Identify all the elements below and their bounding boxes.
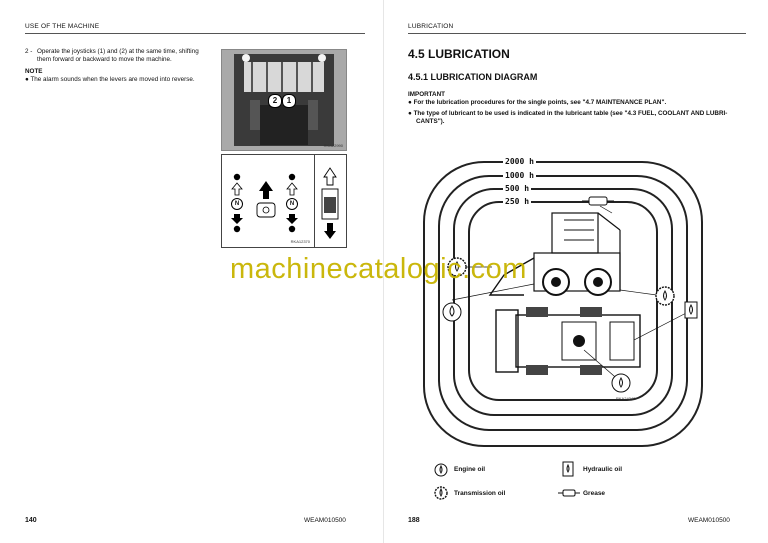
right-page-header: LUBRICATION [408,23,454,30]
interval-2000h: 2000 h [503,157,536,166]
legend-hydraulic-oil: Hydraulic oil [583,466,623,473]
diagram-code: RKA24240 [616,396,636,401]
grease-symbol-top [582,196,614,206]
left-header-rule [25,33,365,34]
cab-photo-graphic [222,50,346,150]
joystick-diagram [231,167,339,239]
important-label: IMPORTANT [408,91,445,98]
machine-top-view [495,307,641,375]
step-number: 2 - [25,48,33,55]
legend-transmission-oil: Transmission oil [454,490,506,497]
bullet-1: ● For the lubrication procedures for the… [408,99,667,106]
note-text: The alarm sounds when the levers are mov… [30,76,195,83]
callout-2: 2 [268,94,282,108]
machine-side-view [488,212,621,296]
engine-oil-symbol-left [442,302,462,322]
cab-photo: 2 1 RKA22990 [221,49,347,151]
engine-oil-symbol-bottom [611,373,631,393]
section-title: 4.5 LUBRICATION [408,47,510,61]
lubrication-diagram [423,161,703,447]
right-header-rule [408,33,746,34]
note-label: NOTE [25,68,43,75]
note-bullet: ● The alarm sounds when the levers are m… [25,76,195,83]
interval-250h: 250 h [503,197,532,206]
step-text-line1: Operate the joysticks (1) and (2) at the… [37,48,199,55]
legend-engine-oil: Engine oil [454,466,486,473]
page-divider [383,0,384,543]
legend-grease-icon [558,489,580,497]
callout-1: 1 [282,94,296,108]
neutral-left: N [234,201,240,207]
subsection-title: 4.5.1 LUBRICATION DIAGRAM [408,72,538,82]
left-page-number: 140 [25,517,37,524]
bullet-2: ● The type of lubricant to be used is in… [408,110,728,117]
left-page: USE OF THE MACHINE 2 - Operate the joyst… [25,23,365,524]
right-page-number: 188 [408,517,420,524]
left-page-header: USE OF THE MACHINE [25,23,100,30]
right-doc-code: WEAM010500 [688,517,730,524]
left-doc-code: WEAM010500 [304,517,346,524]
photo-code: RKA22990 [323,143,343,148]
legend-grease: Grease [583,490,606,497]
interval-500h: 500 h [503,184,532,193]
neutral-right: N [289,201,295,207]
figure-separator [314,155,315,247]
bullet-2-text-line1: The type of lubricant to be used is indi… [413,110,728,117]
interval-1000h: 1000 h [503,171,536,180]
step-text-line2: them forward or backward to move the mac… [37,56,172,63]
legend-transmission-oil-icon [434,486,448,500]
transmission-oil-symbol-left [447,257,467,277]
hydraulic-oil-symbol-right [684,301,698,319]
transmission-oil-symbol-right [655,286,675,306]
watermark: machinecatalogic.com [230,253,527,285]
joystick-figure: N N RKA12370 [221,154,347,248]
bullet-2-cont: CANTS"). [416,118,445,125]
bullet-1-text: For the lubrication procedures for the s… [413,99,667,106]
figure-code: RKA12370 [290,239,310,244]
legend-hydraulic-oil-icon [562,461,574,477]
legend-engine-oil-icon [434,463,448,477]
right-page: LUBRICATION 4.5 LUBRICATION 4.5.1 LUBRIC… [384,0,768,543]
